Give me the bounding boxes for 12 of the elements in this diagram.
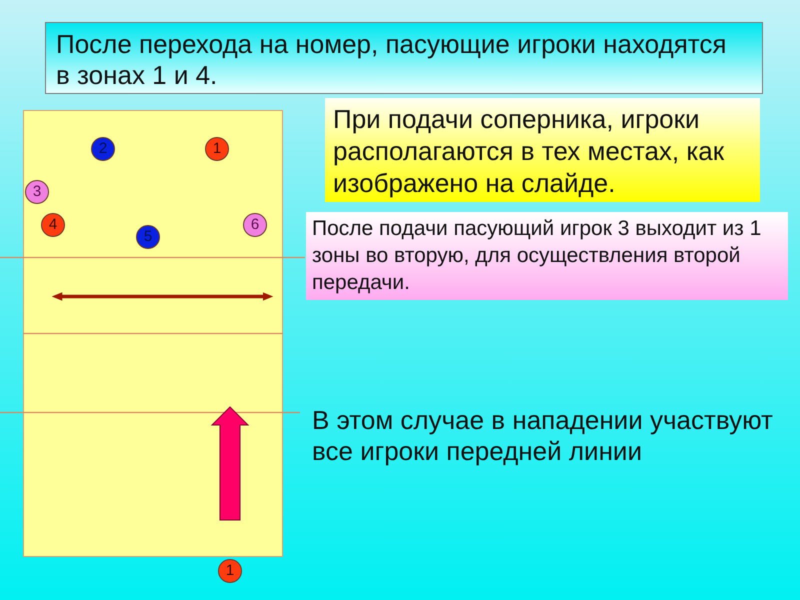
player-marker: 3 (25, 180, 49, 204)
player-marker: 2 (91, 137, 115, 161)
player-marker: 5 (136, 225, 160, 249)
player-marker: 1 (218, 559, 242, 583)
note-box: После подачи пасующий игрок 3 выходит из 1 зоны во вторую, для осуществления второй передачи. (306, 212, 788, 300)
player-marker: 4 (41, 213, 65, 237)
player-marker: 1 (205, 137, 229, 161)
info-box: После перехода на номер, пасующие игроки находятся в зонах 1 и 4. (45, 22, 763, 94)
player-marker: 6 (243, 213, 267, 237)
note-box: При подачи соперника, игроки располагаются в тех местах, как изображено на слайде. (325, 98, 760, 202)
note-text: В этом случае в нападении участвуют все игроки передней линии (312, 405, 774, 467)
volleyball-court (23, 110, 283, 557)
